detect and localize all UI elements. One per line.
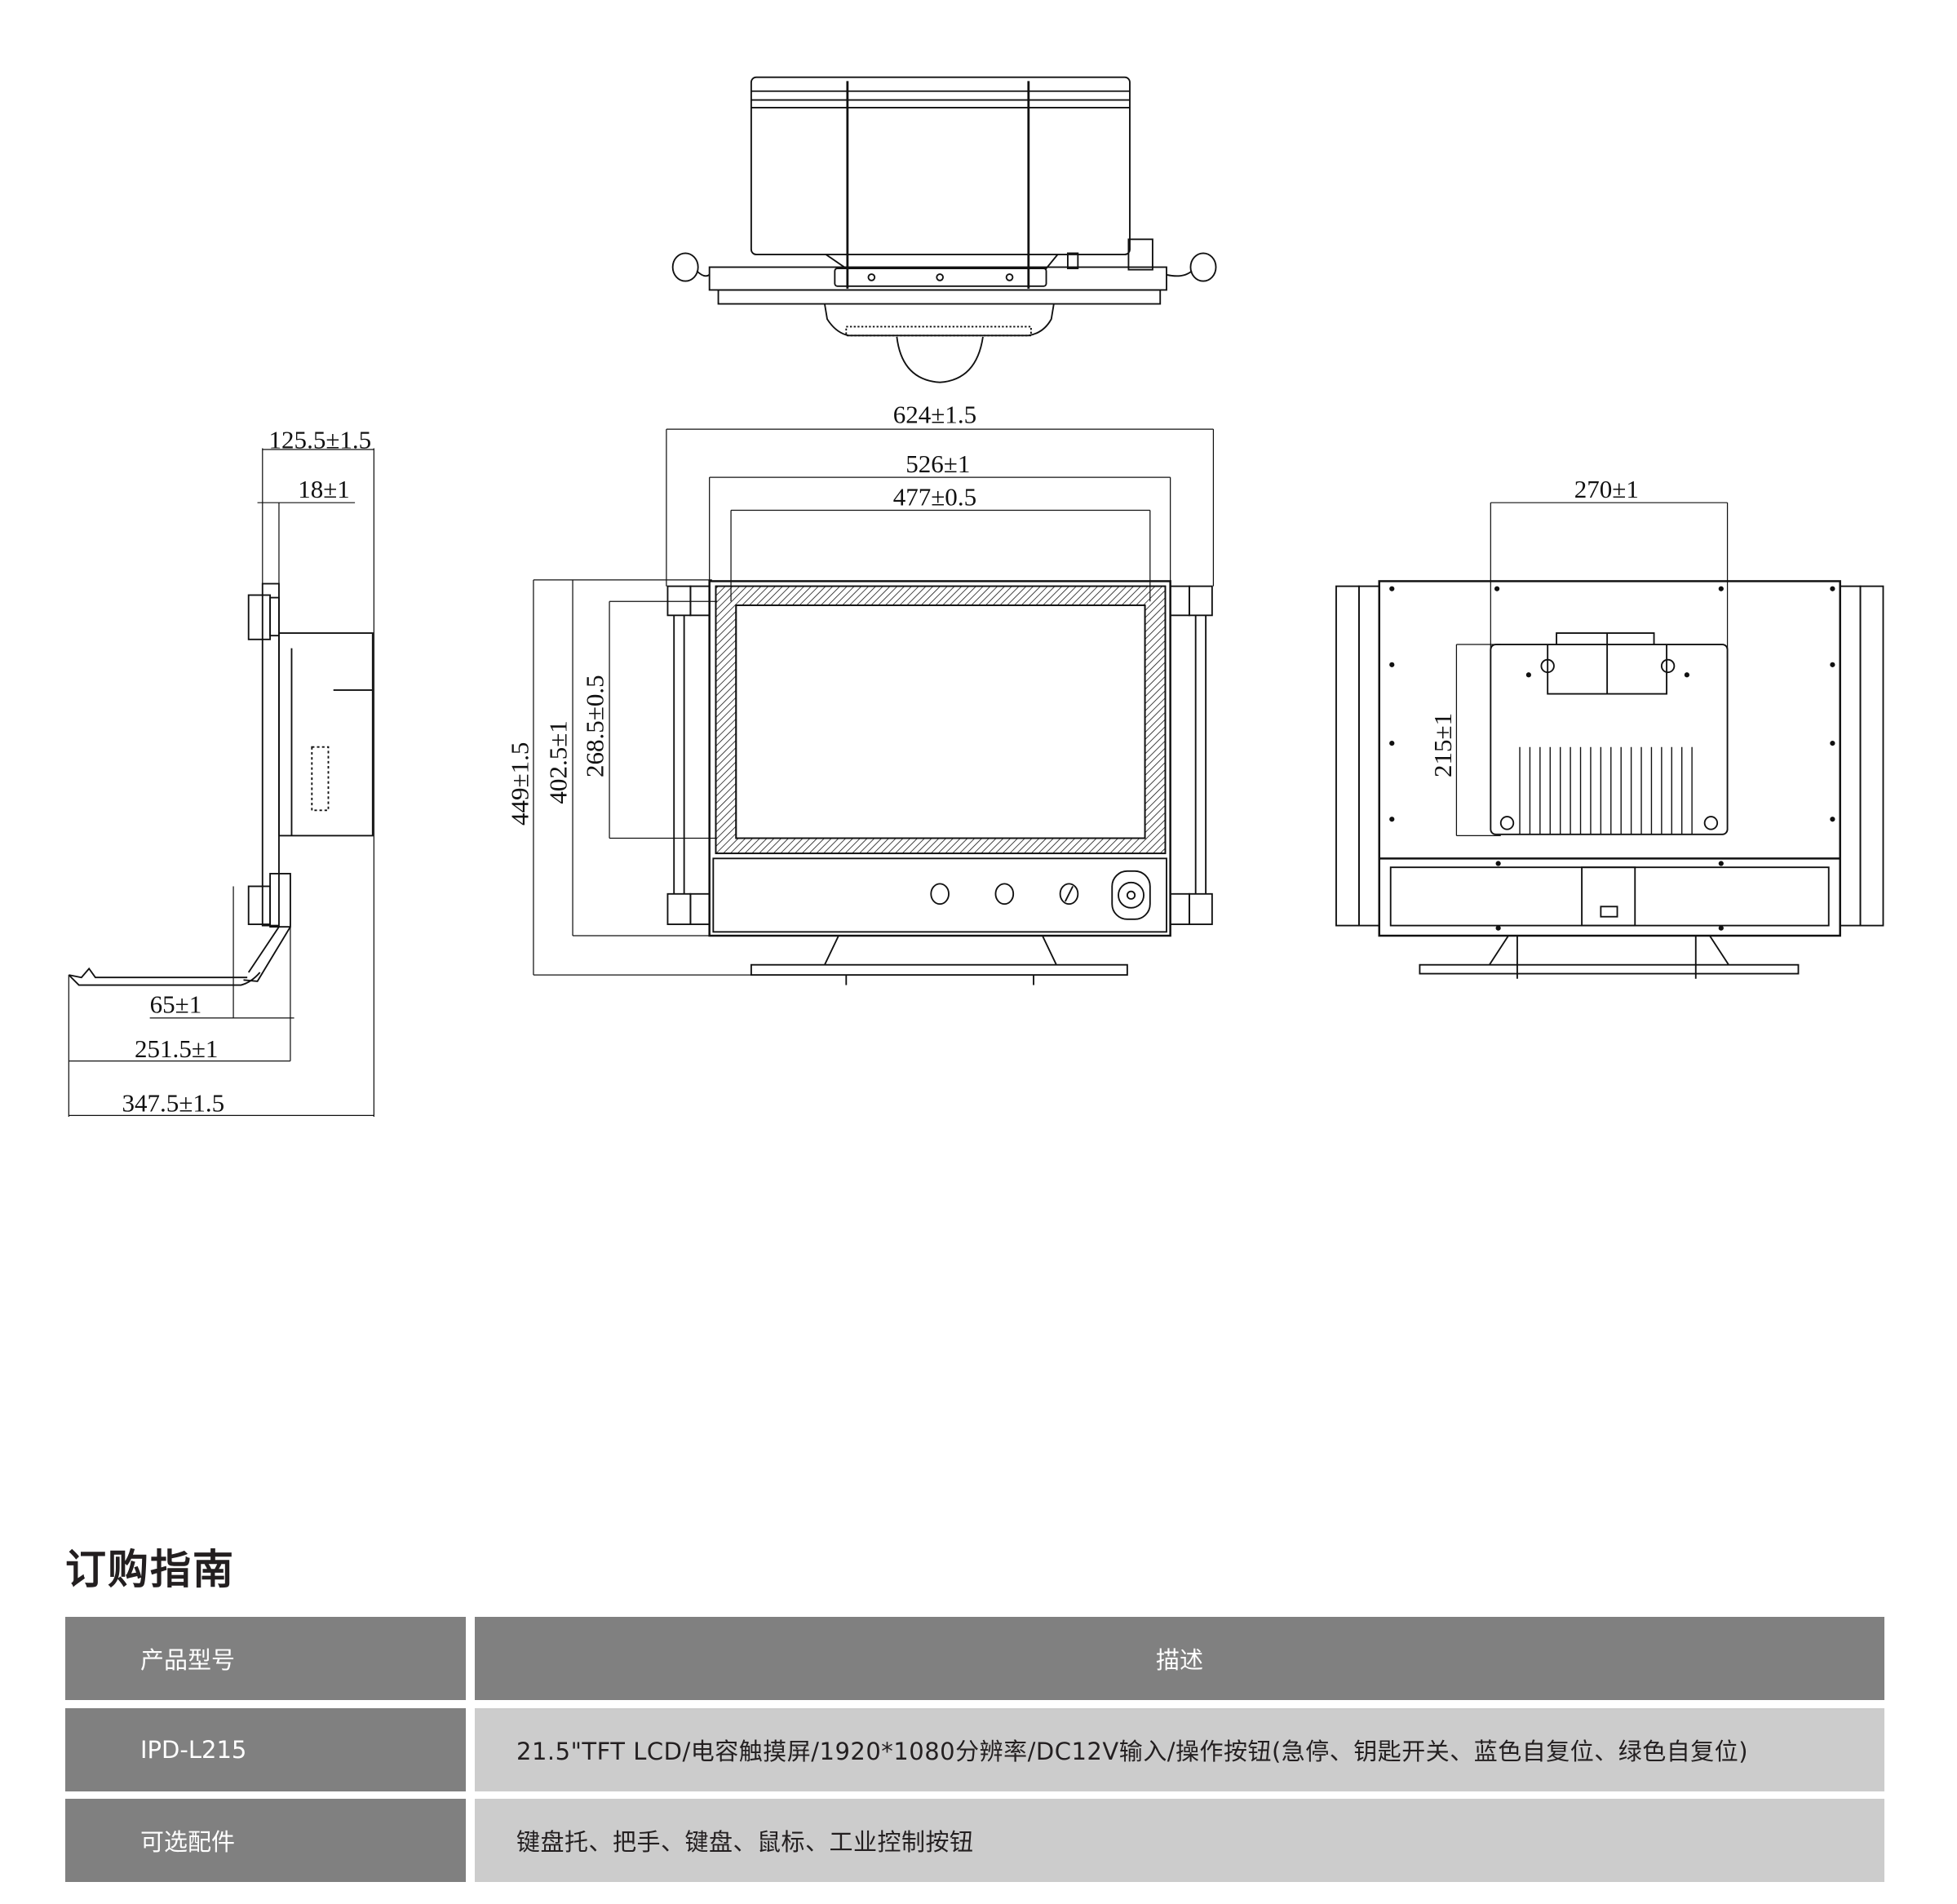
- front-view-drawing: [533, 428, 1215, 985]
- dim-268-5: 268.5±0.5: [580, 675, 609, 777]
- dim-526: 526±1: [905, 449, 970, 478]
- dim-18: 18±1: [298, 475, 350, 503]
- dim-449: 449±1.5: [506, 742, 534, 826]
- row-model-ipd-l215: IPD-L215: [65, 1708, 466, 1791]
- side-view-drawing: [68, 448, 374, 1117]
- dim-402-5: 402.5±1: [543, 720, 572, 804]
- dim-215: 215±1: [1428, 713, 1457, 777]
- dim-624: 624±1.5: [893, 400, 976, 428]
- dim-65: 65±1: [150, 990, 202, 1019]
- dim-251-5: 251.5±1: [135, 1034, 218, 1063]
- top-view-drawing: [671, 76, 1217, 383]
- header-description: 描述: [475, 1617, 1884, 1700]
- dim-270: 270±1: [1574, 475, 1639, 503]
- header-model: 产品型号: [65, 1617, 466, 1700]
- ordering-guide-title: 订购指南: [65, 1546, 235, 1593]
- row-model-accessories: 可选配件: [65, 1799, 466, 1882]
- rear-view-drawing: [1335, 502, 1884, 979]
- row-description-ipd-l215: 21.5"TFT LCD/电容触摸屏/1920*1080分辨率/DC12V输入/…: [475, 1708, 1884, 1791]
- dim-125-5: 125.5±1.5: [269, 425, 372, 454]
- row-description-accessories: 键盘托、把手、键盘、鼠标、工业控制按钮: [475, 1799, 1884, 1882]
- technical-drawing: 125.5±1.5 18±1 65±1 251.5±1 347.5±1.5 62…: [68, 76, 1884, 1118]
- dim-477: 477±0.5: [893, 482, 976, 511]
- dim-347-5: 347.5±1.5: [122, 1089, 225, 1118]
